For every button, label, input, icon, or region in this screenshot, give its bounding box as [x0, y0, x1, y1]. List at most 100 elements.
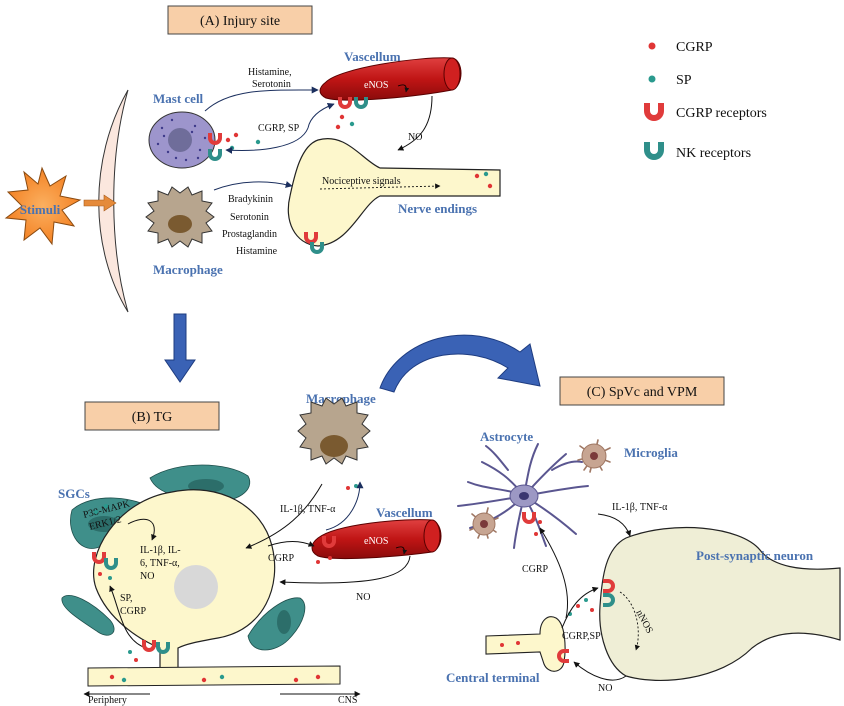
- vessel-a-nk-receptor-icon: [354, 97, 368, 109]
- cgrp-c-label: CGRP: [522, 564, 549, 575]
- legend-cgrp-dot: [648, 42, 656, 50]
- legend-sp-dot: [648, 75, 656, 83]
- cytokines-b3: NO: [140, 571, 154, 582]
- sgc-bottom-left: [61, 595, 115, 636]
- mast-cell-granules: [156, 118, 207, 162]
- cgrp-b-label: CGRP: [268, 553, 295, 564]
- vascellum-a-label: Vascellum: [344, 49, 401, 64]
- enos-b-label: eNOS: [364, 536, 388, 547]
- panel-c-title: (C) SpVc and VPM: [587, 385, 698, 400]
- b-dot: [94, 510, 98, 514]
- sgc-to-neuron-arrow: [127, 518, 157, 541]
- post-nk-receptor-icon: [603, 593, 615, 607]
- nerve-to-vessel-arrow: [307, 102, 335, 129]
- no-a-label: NO: [408, 132, 422, 143]
- nerve-ending-a: [287, 138, 501, 247]
- panel-b-title: (B) TG: [132, 410, 173, 425]
- a-dot: [335, 124, 341, 130]
- macrophage-a-nucleus: [168, 215, 192, 233]
- a-dot: [225, 137, 231, 143]
- nociceptive-label: Nociceptive signals: [322, 176, 401, 187]
- nerve-a-cgrp-receptor-icon: [304, 232, 318, 244]
- vascellum-b-label: Vascellum: [376, 505, 433, 520]
- central-terminal-label: Central terminal: [446, 670, 540, 685]
- b-dot: [219, 674, 225, 680]
- stimuli-arrow: [83, 194, 117, 212]
- vessel-a: [319, 57, 462, 101]
- post-synaptic-neuron: [599, 526, 841, 681]
- neuron-b-cgrp-receptor-icon: [142, 640, 156, 652]
- mast-cell-nk-receptor-icon: [208, 149, 222, 161]
- legend-nk-receptors-label: NK receptors: [676, 146, 751, 161]
- sp-cgrp-b2: CGRP: [120, 606, 147, 617]
- mast-cell-cgrp-receptor-icon: [208, 133, 222, 145]
- b-dot: [134, 658, 138, 662]
- c-dot: [534, 532, 538, 536]
- sgcs-label: SGCs: [58, 486, 90, 501]
- mast-cell-label: Mast cell: [153, 91, 204, 106]
- bradykinin-label: Bradykinin: [228, 194, 273, 205]
- down-arrow-a-to-b: [164, 313, 196, 383]
- enos-a-curl: [397, 84, 410, 93]
- b-dot: [201, 677, 207, 683]
- curved-arrow-b-to-c: [379, 334, 541, 393]
- panel-c-title-box: [559, 376, 725, 406]
- histamine-serotonin-a2: Serotonin: [252, 79, 291, 90]
- stimuli-star-icon: [4, 166, 82, 246]
- nerve-endings-label: Nerve endings: [398, 201, 477, 216]
- astrocyte-nucleus: [519, 492, 529, 500]
- c-dot: [590, 608, 594, 612]
- vessel-a-end: [443, 57, 461, 91]
- post-synaptic-label: Post-synaptic neuron: [696, 548, 814, 563]
- sgc-nk-receptor-icon: [104, 558, 118, 570]
- vessel-to-neuron-no-arrow: [279, 555, 411, 586]
- neuron-to-sgc-arrow: [109, 585, 147, 649]
- microglia-upper-nucleus: [590, 452, 598, 460]
- c-dot: [584, 598, 588, 602]
- no-c-label: NO: [598, 683, 612, 694]
- c-dot: [576, 604, 580, 608]
- glia-to-postsynaptic-arrow: [597, 513, 632, 537]
- nociceptive-arrow: [319, 183, 441, 190]
- il1b-tnf-c-label: IL-1β, TNF-α: [612, 502, 668, 513]
- astrocyte-cgrp-receptor-icon: [522, 512, 536, 524]
- a-dot: [349, 121, 355, 127]
- terminal-to-astrocyte-arrow: [539, 527, 569, 619]
- sp-cgrp-b1: SP,: [120, 593, 133, 604]
- b-dot: [316, 560, 320, 564]
- macrophage-b-nucleus: [320, 435, 348, 457]
- sgc-right-nucleus: [277, 610, 291, 634]
- sgc-right: [247, 597, 306, 651]
- terminal-to-postsynaptic-arrow: [561, 586, 599, 629]
- macrophage-to-neuron-arrow: [245, 483, 323, 549]
- a-dot: [229, 145, 235, 151]
- b-dot: [346, 486, 350, 490]
- legend-cgrp-receptor-icon: [644, 103, 664, 121]
- b-dot: [128, 650, 132, 654]
- macrophage-a-label: Macrophage: [153, 262, 223, 277]
- legend: CGRP SP CGRP receptors NK receptors: [644, 40, 767, 161]
- a-dot: [255, 139, 261, 145]
- macrophage-to-nerve-arrow: [213, 181, 293, 191]
- panel-b-title-box: [84, 401, 220, 431]
- vessel-a-cgrp-receptor-icon: [338, 97, 352, 109]
- b-dot: [293, 677, 299, 683]
- panel-b: (B) TG Periphery CNS SGCs P38-MAPK ERK1/…: [58, 391, 442, 706]
- macrophage-b: [297, 397, 371, 465]
- nerve-to-mast-arrow: [225, 127, 309, 154]
- legend-sp-label: SP: [676, 73, 692, 88]
- b-dot: [354, 484, 358, 488]
- b-dot: [104, 504, 108, 508]
- legend-nk-receptor-icon: [644, 142, 664, 160]
- panel-a-title: (A) Injury site: [200, 14, 280, 29]
- a-dot: [474, 173, 480, 179]
- panel-a-title-box: [167, 5, 313, 35]
- b-dot: [109, 674, 115, 680]
- histamine-serotonin-a1: Histamine,: [248, 67, 292, 78]
- histamine-label: Histamine: [236, 246, 278, 257]
- prostaglandin-label: Prostaglandin: [222, 229, 277, 240]
- stimuli-label: Stimuli: [20, 202, 61, 217]
- cgrp-sp-c-label: CGRP,SP: [562, 631, 601, 642]
